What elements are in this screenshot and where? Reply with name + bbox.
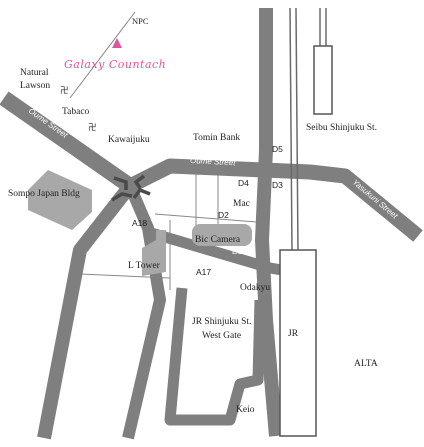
seibu-station — [313, 45, 333, 115]
thin-lines — [69, 11, 257, 290]
gate-a18: A18 — [132, 218, 147, 228]
temple-icon: 卍 — [88, 122, 97, 132]
road-southwest — [37, 181, 136, 440]
railway — [289, 7, 299, 253]
bic-camera-block — [192, 224, 252, 246]
gate-b18: B18 — [232, 246, 247, 256]
label-seibu: Seibu Shinjuku St. — [306, 123, 377, 133]
label-natural: Natural — [20, 68, 49, 78]
intersection-crossing — [111, 174, 151, 202]
label-alta: ALTA — [354, 359, 378, 369]
label-sompo: Sompo Japan Bldg — [8, 189, 80, 199]
avenue-vertical — [255, 8, 283, 437]
temple-icon: 卍 — [60, 85, 69, 95]
label-tabaco: Tabaco — [62, 107, 90, 117]
npc-label: NPC — [132, 16, 149, 26]
label-kawaijuku: Kawaijuku — [108, 135, 150, 145]
road-keio — [164, 287, 266, 426]
label-jr: JR — [288, 329, 299, 339]
gate-d5: D5 — [272, 144, 283, 154]
label-lawson: Lawson — [20, 81, 50, 91]
l-tower-building — [142, 230, 166, 276]
gate-d4: D4 — [238, 178, 249, 188]
ome-street-main — [126, 158, 423, 242]
seibu-line — [319, 8, 327, 48]
label-odakyu: Odakyu — [240, 283, 270, 293]
label-bic-camera: Bic Camera — [195, 235, 241, 245]
roads — [0, 8, 423, 440]
ome-street-diagonal — [0, 91, 135, 193]
street-line-a — [154, 213, 257, 223]
label-l-tower: L Tower — [128, 261, 161, 271]
road-label-yasukuni: Yasukuni Street — [351, 178, 400, 221]
road-b18 — [146, 226, 283, 276]
road-label-ome-center: Oume Street — [190, 156, 237, 167]
location-marker-icon — [112, 38, 122, 48]
label-jr-west-1: JR Shinjuku St. — [192, 317, 251, 327]
gate-a17: A17 — [196, 267, 211, 277]
gate-d2: D2 — [218, 210, 229, 220]
npc-street-line — [69, 11, 136, 99]
label-keio: Keio — [236, 405, 255, 415]
label-jr-west-2: West Gate — [202, 331, 241, 341]
label-mac: Mac — [233, 199, 250, 209]
map-title: Galaxy Countach — [64, 58, 166, 71]
jr-station — [279, 249, 317, 437]
sompo-building — [28, 170, 92, 230]
gate-d3: D3 — [272, 180, 283, 190]
label-tomin-bank: Tomin Bank — [193, 133, 240, 143]
